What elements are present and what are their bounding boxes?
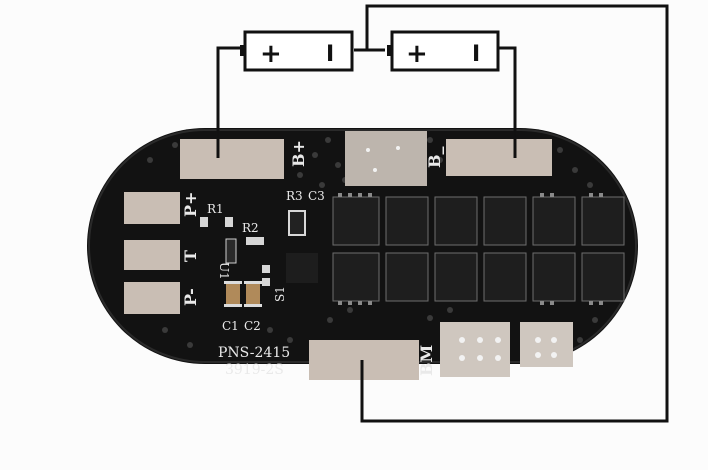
battery-2-plus: +: [406, 39, 428, 69]
label-b-minus: B_: [425, 146, 444, 168]
test-pad-bottom-left: [440, 322, 510, 377]
battery-1-plus: +: [260, 39, 282, 69]
label-r2: R2: [242, 221, 259, 235]
solder-pads: [124, 131, 573, 380]
wire-b-plus: [216, 46, 245, 158]
pad-b-minus: [446, 139, 552, 176]
capacitor-c1: [226, 283, 240, 305]
label-r1: R1: [207, 202, 224, 216]
capacitor-c3: [288, 210, 306, 236]
label-u1: U1: [217, 262, 231, 280]
test-pad-top: [345, 131, 427, 186]
label-c1: C1: [222, 319, 239, 333]
battery-1: + I: [240, 30, 354, 72]
pad-bm: [309, 340, 419, 380]
board-code: 3919-2S: [225, 362, 284, 378]
pad-t: [124, 240, 180, 270]
pad-b-plus: [180, 139, 284, 179]
label-c2: C2: [244, 319, 261, 333]
label-p-minus: P-: [181, 288, 200, 306]
pad-p-minus: [124, 282, 180, 314]
wiring: [216, 4, 669, 423]
label-r3: R3: [286, 189, 303, 203]
mosfet-array: [332, 193, 625, 305]
pad-p-plus: [124, 192, 180, 224]
battery-2-minus: I: [472, 42, 480, 67]
battery-2-body: [390, 30, 500, 72]
wire-b-minus: [497, 46, 517, 158]
label-t: T: [181, 250, 200, 262]
board-model: PNS-2415: [218, 345, 290, 361]
smd-parts: [200, 210, 318, 307]
label-bm: BM: [417, 345, 436, 376]
silkscreen: B+ B_ P+ T P- BM R1 R2 R3 C3 C1 C2 U1 S1…: [181, 140, 444, 378]
wire-bm: [360, 4, 669, 423]
test-pad-bottom-right: [520, 322, 573, 367]
label-b-plus: B+: [289, 140, 308, 167]
label-p-plus: P+: [181, 192, 200, 217]
battery-1-minus: I: [326, 42, 334, 67]
ic-u1: [286, 253, 318, 283]
battery-2: + I: [387, 30, 500, 72]
label-s1: S1: [273, 286, 287, 302]
label-c3: C3: [308, 189, 325, 203]
capacitor-c2: [246, 283, 260, 305]
